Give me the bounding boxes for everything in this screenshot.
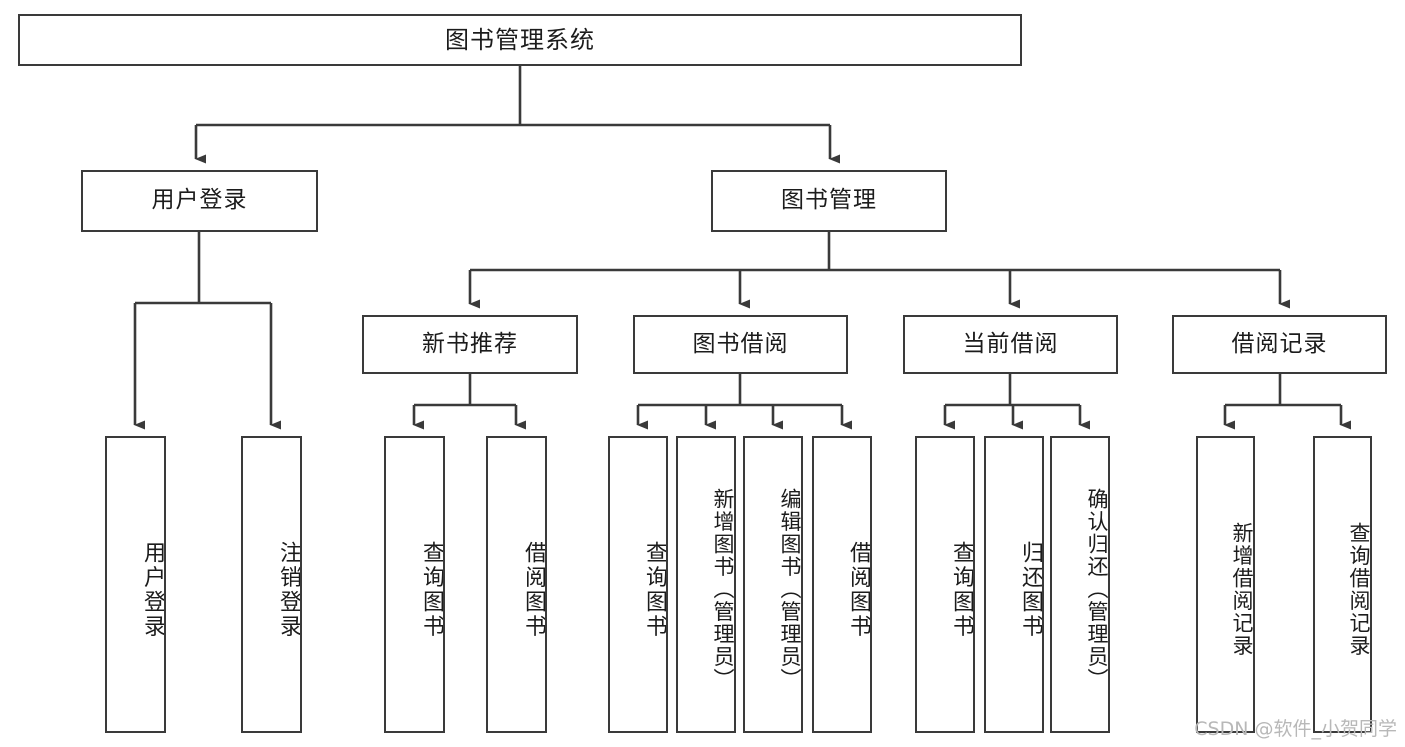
node-label: 新书推荐 [422, 330, 518, 357]
node-label: 查询图书 [949, 540, 974, 639]
node-label: 图书管理系统 [445, 25, 595, 54]
node-label: 图书管理 [781, 187, 877, 214]
leaf-borrow-add-book-admin[interactable]: 新增图书（管理员） [676, 436, 736, 733]
node-label: 确认归还（管理员） [1085, 488, 1109, 691]
node-root-book-management-system[interactable]: 图书管理系统 [18, 14, 1022, 66]
node-label: 查询图书 [419, 540, 444, 639]
node-label: 用户登录 [140, 540, 165, 639]
node-borrow-record[interactable]: 借阅记录 [1172, 315, 1387, 374]
node-label: 归还图书 [1018, 540, 1043, 639]
node-user-login[interactable]: 用户登录 [81, 170, 318, 232]
node-label: 图书借阅 [692, 330, 789, 357]
node-label: 编辑图书（管理员） [778, 488, 802, 691]
node-new-book-recommend[interactable]: 新书推荐 [362, 315, 578, 374]
leaf-current-query-book[interactable]: 查询图书 [915, 436, 975, 733]
node-label: 当前借阅 [962, 330, 1059, 357]
node-label: 查询图书 [642, 540, 667, 639]
leaf-new-book-borrow[interactable]: 借阅图书 [486, 436, 547, 733]
node-label: 借阅图书 [521, 540, 546, 639]
node-label: 新增借阅记录 [1230, 522, 1254, 657]
csdn-watermark: CSDN @软件_小贺同学 [1194, 718, 1397, 740]
node-label: 借阅图书 [846, 540, 871, 639]
node-label: 用户登录 [151, 187, 248, 214]
node-label: 注销登录 [276, 540, 301, 639]
leaf-user-login-login[interactable]: 用户登录 [105, 436, 166, 733]
leaf-current-return-book[interactable]: 归还图书 [984, 436, 1044, 733]
leaf-current-confirm-return-admin[interactable]: 确认归还（管理员） [1050, 436, 1110, 733]
node-current-borrow[interactable]: 当前借阅 [903, 315, 1118, 374]
leaf-borrow-edit-book-admin[interactable]: 编辑图书（管理员） [743, 436, 803, 733]
leaf-user-login-logout[interactable]: 注销登录 [241, 436, 302, 733]
node-label: 查询借阅记录 [1347, 522, 1371, 657]
leaf-record-query-record[interactable]: 查询借阅记录 [1313, 436, 1372, 733]
node-book-borrow[interactable]: 图书借阅 [633, 315, 848, 374]
leaf-record-add-record[interactable]: 新增借阅记录 [1196, 436, 1255, 733]
node-label: 新增图书（管理员） [711, 488, 735, 691]
leaf-borrow-query-book[interactable]: 查询图书 [608, 436, 668, 733]
leaf-borrow-borrow-book[interactable]: 借阅图书 [812, 436, 872, 733]
leaf-new-book-query[interactable]: 查询图书 [384, 436, 445, 733]
node-label: 借阅记录 [1231, 330, 1328, 357]
node-book-management[interactable]: 图书管理 [711, 170, 947, 232]
